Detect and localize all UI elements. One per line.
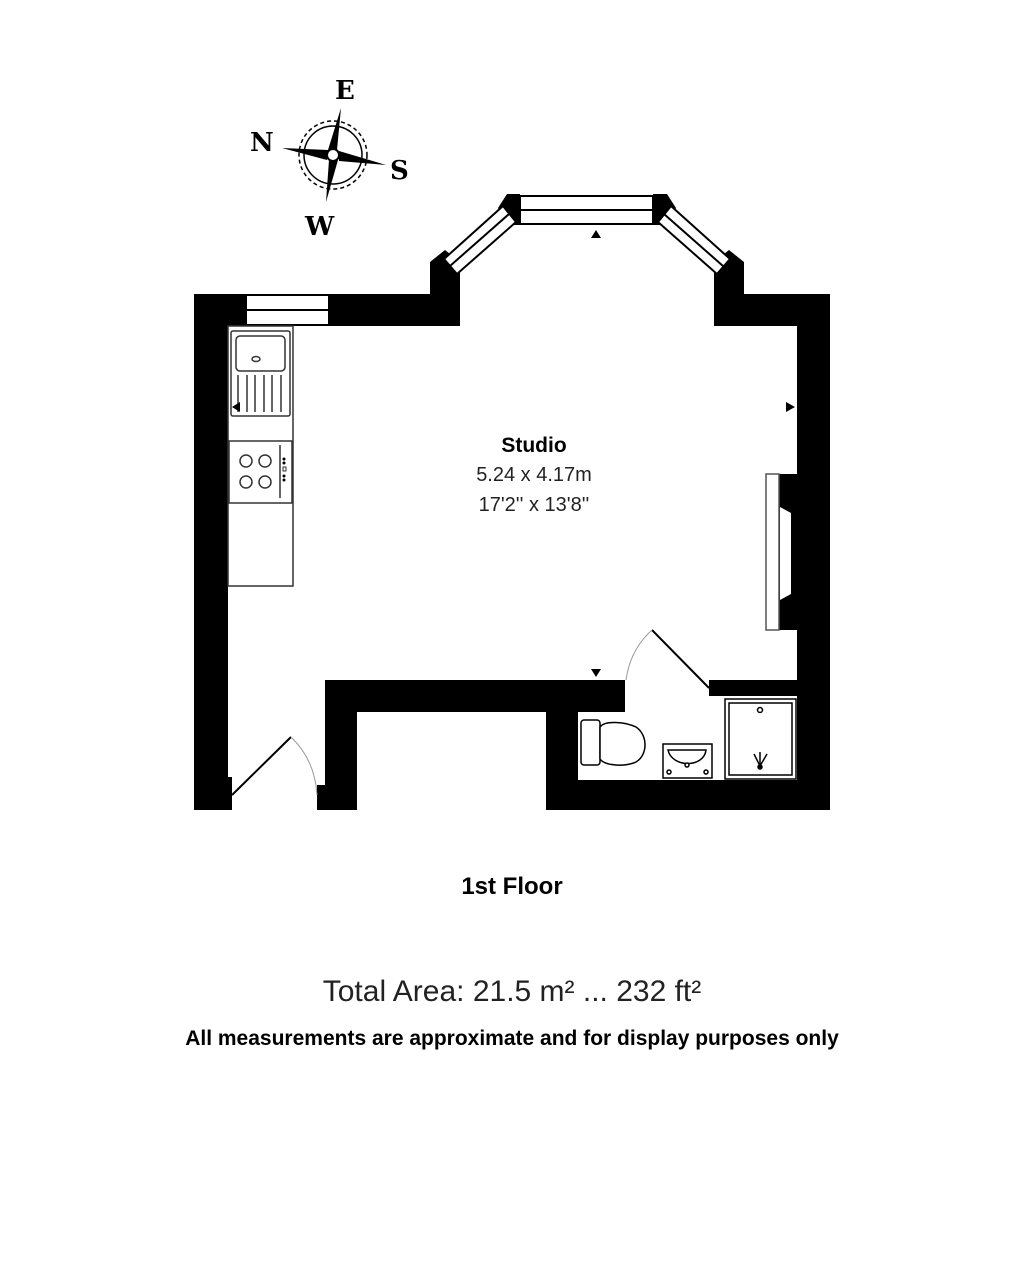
fireplace-icon (765, 473, 791, 631)
washbasin-icon (662, 743, 713, 779)
compass-west-label: W (305, 212, 335, 242)
view-markers (232, 230, 795, 677)
room-dimensions-imperial: 17'2'' x 13'8'' (478, 494, 590, 516)
compass-east-label: E (335, 76, 355, 106)
room-name-studio: Studio (501, 434, 567, 457)
shower-icon (724, 698, 797, 780)
hob-icon (228, 440, 293, 504)
bay-window (442, 195, 732, 276)
disclaimer: All measurements are approximate and for… (185, 1027, 839, 1050)
compass-icon (282, 108, 386, 202)
room-dimensions-metric: 5.24 x 4.17m (476, 464, 592, 486)
entrance-door-icon (231, 736, 318, 796)
bathroom-door-icon (625, 629, 710, 689)
floor-label: 1st Floor (461, 873, 563, 900)
compass-south-label: S (390, 156, 409, 186)
window-kitchen (245, 294, 330, 326)
toilet-icon (580, 719, 646, 766)
compass-north-label: N (250, 128, 274, 158)
kitchen-counter (227, 325, 294, 587)
total-area: Total Area: 21.5 m² ... 232 ft² (322, 975, 702, 1008)
